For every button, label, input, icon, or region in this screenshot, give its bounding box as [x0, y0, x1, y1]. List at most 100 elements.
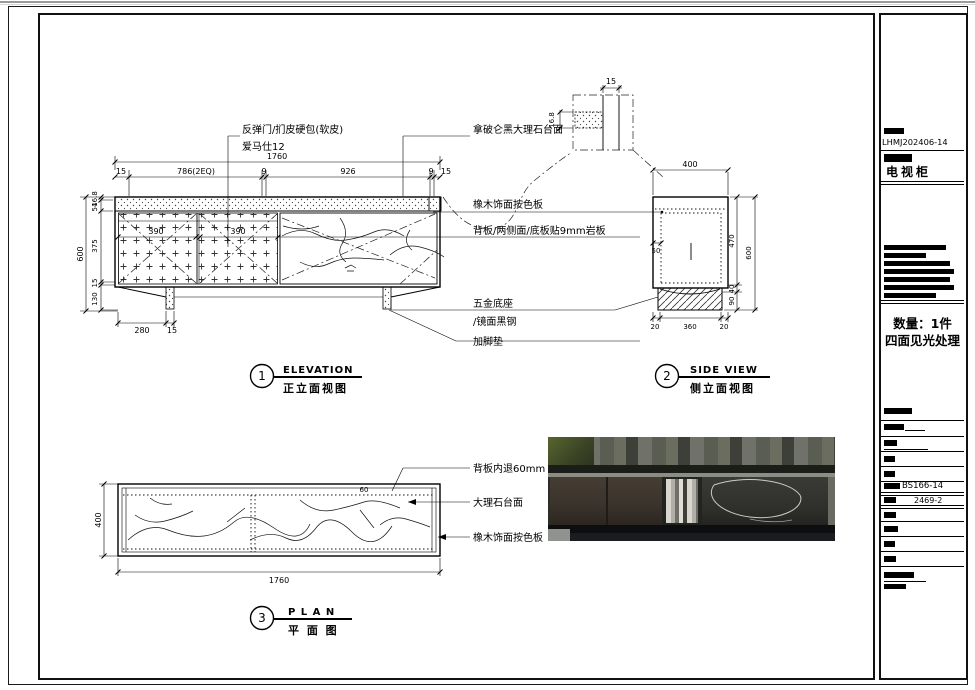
photo-door-split [606, 477, 608, 525]
divider [881, 150, 964, 151]
mini-line [884, 581, 926, 582]
annotation-oak-plan: 橡木饰面按色板 [473, 531, 543, 544]
quantity: 数量：1件 [893, 316, 952, 331]
divider [881, 505, 964, 506]
redacted-bar [884, 440, 897, 446]
product-name: 电视柜 [886, 165, 932, 179]
redacted-bar [884, 526, 898, 532]
view-title-en: SIDE VIEW [690, 365, 758, 376]
dim-label: 9 [428, 167, 433, 176]
photo-plinth [548, 525, 835, 533]
annotation-countertop: 拿破仑黑大理石台面 [473, 123, 563, 136]
drawing-frame [38, 13, 875, 680]
photo-vein-lines [711, 479, 802, 523]
dim-label: 54 [91, 202, 99, 211]
dim-label: 375 [91, 239, 99, 252]
view-title-cn: 平 面 图 [288, 624, 339, 637]
redacted-bar [884, 424, 904, 430]
view-title-en: P L A N [288, 607, 335, 618]
photo-cabinet-top [548, 473, 835, 477]
dim-label: 130 [91, 292, 99, 305]
photo-marble-slab [702, 477, 828, 525]
divider [881, 536, 964, 537]
redacted-bar [884, 572, 914, 578]
divider [881, 303, 964, 304]
view-title-en: ELEVATION [283, 365, 353, 376]
redacted-bar [884, 456, 895, 462]
dim-label: 40 [728, 285, 736, 294]
dim-label: 600 [745, 246, 753, 259]
project-code: LHMJ202406-14 [882, 137, 948, 147]
annotation-marble: 大理石台面 [473, 496, 523, 509]
plan-view: 60 400 1760 背板内退60mm 大理石台面 橡木饰面按色板 3 P L… [94, 462, 545, 637]
divider [881, 420, 964, 421]
view-title-cn: 侧立面视图 [690, 381, 755, 395]
finish-note: 四面见光处理 [884, 333, 960, 348]
redacted-bar [884, 285, 954, 290]
view-title-cn: 正立面视图 [283, 381, 348, 395]
divider [881, 184, 964, 185]
divider [881, 481, 964, 482]
photo-background [548, 437, 835, 467]
divider [881, 436, 964, 437]
divider [881, 451, 964, 452]
dim-label: 50 [652, 247, 661, 255]
annotation-base: 五金底座 [473, 297, 513, 310]
dim-label: 1760 [267, 152, 287, 161]
countertop-detail: 15 16.8 [442, 77, 664, 229]
dim-label: 60 [360, 486, 369, 494]
photo-floor-highlight [548, 529, 570, 541]
product-photo [548, 437, 835, 541]
marble-veins-plan [127, 497, 431, 542]
dim-label: 15 [606, 77, 616, 86]
mini-line [905, 430, 925, 431]
page-top-band-2 [0, 4, 975, 5]
photo-right-edge [828, 477, 835, 525]
dim-label: 16.8 [548, 112, 556, 128]
redacted-bar [884, 261, 950, 266]
divider [881, 508, 964, 509]
annotation-base-2: /镜面黑钢 [473, 315, 516, 328]
divider [881, 495, 964, 496]
dim-label: 390 [230, 227, 245, 236]
redacted-bar [884, 277, 950, 282]
dim-label: 400 [94, 512, 103, 527]
redacted-bar [884, 512, 896, 518]
dim-label: 20 [720, 323, 729, 331]
annotation-door-2: 爱马仕12 [242, 140, 285, 153]
elevation-view: 1760 15 786(2EQ) 9 926 9 15 600 16.8 54 … [76, 77, 664, 395]
dim-label: 390 [148, 227, 163, 236]
redacted-bar [884, 269, 954, 274]
divider [881, 300, 964, 301]
divider [881, 466, 964, 467]
photo-books [666, 479, 698, 523]
redacted-bar [884, 128, 904, 134]
dim-label: 470 [728, 234, 736, 247]
dim-label: 926 [340, 167, 355, 176]
dim-label: 360 [683, 323, 696, 331]
dim-label: 90 [728, 297, 736, 306]
dim-label: 9 [261, 167, 266, 176]
divider [881, 521, 964, 522]
redacted-bar [884, 245, 946, 250]
annotation-back: 背板/两侧面/底板贴9mm岩板 [473, 224, 606, 237]
redacted-bar [884, 541, 895, 547]
page-top-band [0, 1, 975, 3]
dim-label: 15 [167, 326, 177, 335]
dim-label: 280 [134, 326, 149, 335]
dim-label: 15 [116, 167, 126, 176]
dim-label: 1760 [269, 576, 289, 585]
redacted-bar [884, 471, 895, 477]
redacted-bar [884, 154, 912, 162]
divider [881, 181, 964, 182]
annotation-door: 反弹门/扪皮硬包(软皮) [242, 123, 343, 136]
annotation-back-inset: 背板内退60mm [473, 462, 545, 475]
mini-line [884, 449, 928, 450]
view-number: 3 [258, 611, 266, 625]
title-block [879, 13, 968, 680]
divider [881, 551, 964, 552]
redacted-bar [884, 497, 896, 503]
dim-label: 20 [651, 323, 660, 331]
dim-label: 16.8 [91, 191, 99, 207]
